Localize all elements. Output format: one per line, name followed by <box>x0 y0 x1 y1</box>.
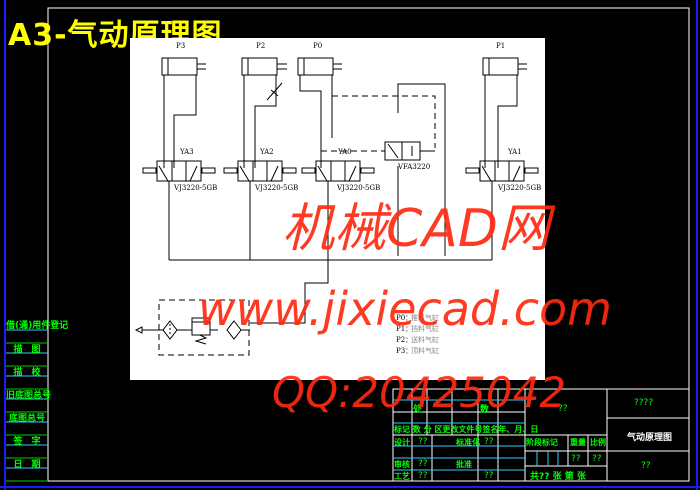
cylinder-label: P3 <box>176 42 185 50</box>
left-label: 签 字 <box>13 437 41 447</box>
svg-text:送料气缸: 送料气缸 <box>411 335 439 344</box>
valve-vfa3220 <box>384 141 421 161</box>
drawing-code: ???? <box>634 398 654 408</box>
coil-label: YA1 <box>507 148 522 156</box>
tb-material: ?? <box>558 404 568 414</box>
tb-label: 工艺 <box>394 472 410 481</box>
tb-label: 设计 <box>394 438 410 447</box>
valve-model: VJ3220-5GB <box>497 184 541 192</box>
left-label: 借(通)用件登记 <box>6 321 69 331</box>
cylinder-p3 <box>161 57 206 76</box>
cylinder-label: P2 <box>256 42 265 50</box>
valve-ya0 <box>301 160 375 182</box>
tb-value: ?? <box>592 454 602 464</box>
legend: P0：推料气缸 P1：挡料气缸 P2：送料气缸 P3：顶料气缸 <box>396 313 439 355</box>
tb-label: 处 <box>413 405 423 415</box>
left-label: 描 校 <box>13 368 41 378</box>
valve-model: VJ3220-5GB <box>336 184 380 192</box>
watermark: QQ:20425042 <box>272 368 567 417</box>
svg-text:顶料气缸: 顶料气缸 <box>411 346 439 355</box>
left-label: 旧底图总号 <box>6 391 52 401</box>
svg-text:P3：: P3： <box>396 347 412 355</box>
left-label: 描 图 <box>13 345 41 355</box>
cylinder-p2 <box>241 57 287 76</box>
watermark: www.jixiecad.com <box>198 282 612 336</box>
pneumatic-diagram: P3 P2 P0 P1 YA3 YA2 YA0 YA1 VJ3220-5GB V… <box>130 38 545 380</box>
tb-value: ?? <box>418 437 428 447</box>
svg-text:P2：: P2： <box>396 336 412 344</box>
cylinder-p0 <box>297 57 342 76</box>
tb-row-header: 标记 数 分 区更改文件号签名年、月、日 <box>394 425 539 434</box>
cylinder-p1 <box>482 57 527 76</box>
valve-ya2 <box>223 160 297 182</box>
coil-label: YA0 <box>337 148 352 156</box>
tb-label: 批准 <box>456 460 472 469</box>
svg-text:P1：: P1： <box>396 325 412 333</box>
tb-label: 审核 <box>394 460 410 469</box>
valve-model: VJ3220-5GB <box>254 184 298 192</box>
tb-label: 数 <box>480 405 490 415</box>
svg-text:推料气缸: 推料气缸 <box>411 313 439 322</box>
left-label: 底图总号 <box>8 414 45 424</box>
sheet-count: 共?? 张 第 张 <box>530 472 586 482</box>
svg-text:挡料气缸: 挡料气缸 <box>411 324 439 333</box>
tb-value: ?? <box>484 471 494 481</box>
cylinder-label: P0 <box>313 42 322 50</box>
tb-label: 阶段标记 <box>526 438 558 447</box>
tb-value: ?? <box>418 459 428 469</box>
valve-ya1 <box>465 160 539 182</box>
tb-value: ?? <box>484 437 494 447</box>
tb-label: 标准化 <box>456 438 480 447</box>
valve-model: VJ3220-5GB <box>173 184 217 192</box>
svg-text:P0：: P0： <box>396 314 412 322</box>
tb-value: ?? <box>418 471 428 481</box>
coil-label: YA3 <box>179 148 194 156</box>
valve-ya3 <box>142 160 216 182</box>
tb-value: ?? <box>571 454 581 464</box>
tb-label: 重量 <box>570 438 586 447</box>
cylinder-label: P1 <box>496 42 505 50</box>
drawing-name: 气动原理图 <box>627 433 673 443</box>
valve-model: VFA3220 <box>397 163 430 171</box>
tb-label: 比例 <box>590 438 606 447</box>
tb-unit: ?? <box>641 461 651 471</box>
left-label: 日 期 <box>13 460 41 470</box>
coil-label: YA2 <box>259 148 274 156</box>
watermark: 机械CAD网 <box>282 199 550 259</box>
